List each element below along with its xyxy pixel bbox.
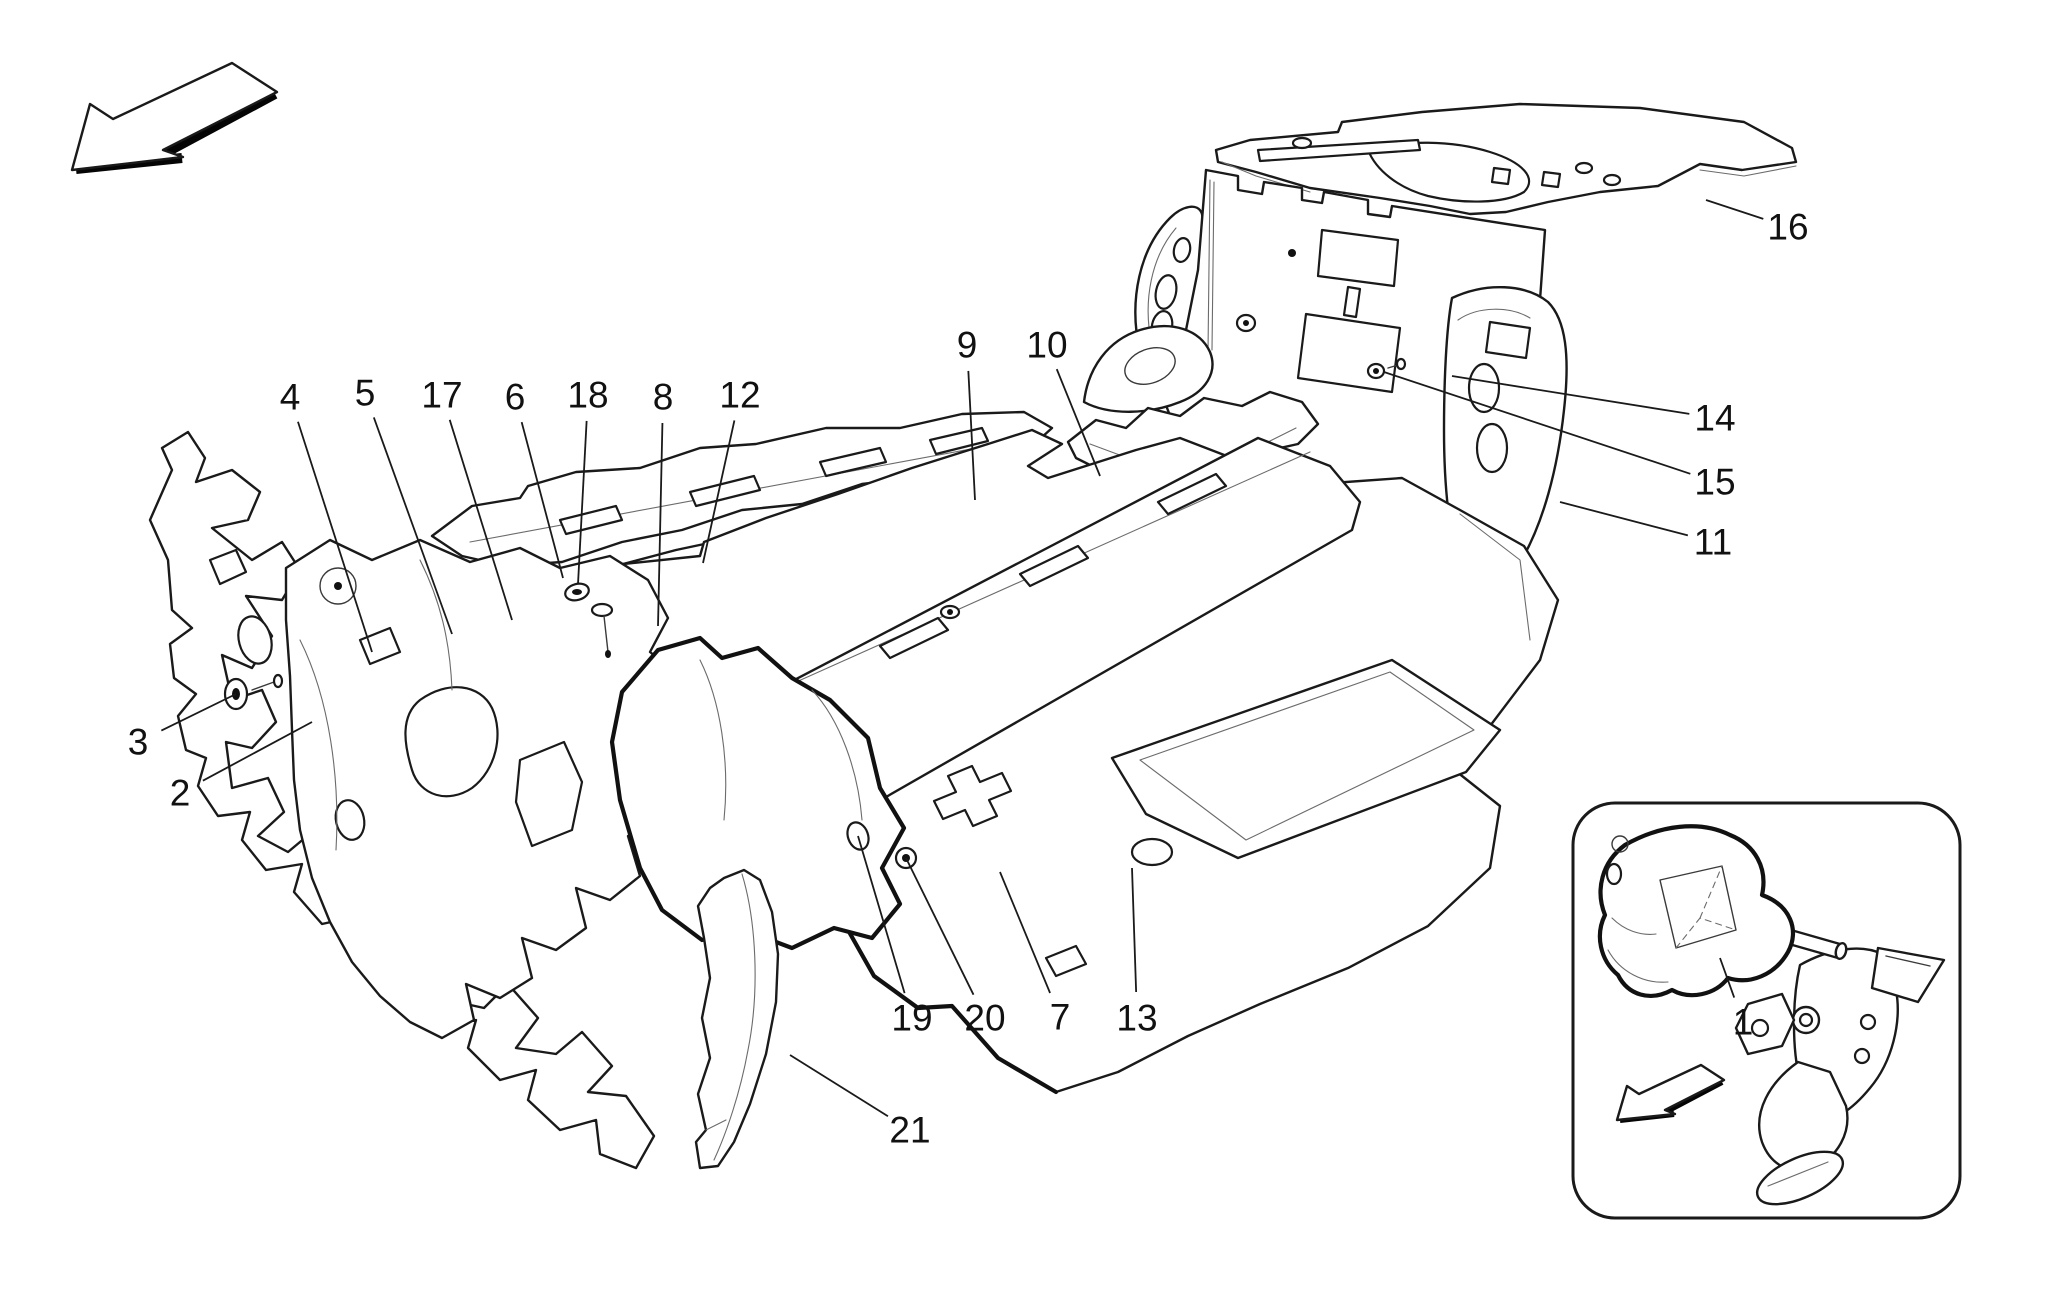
- leader-line-5: [372, 417, 453, 635]
- shelf-cutout: [1366, 141, 1531, 203]
- pillar-insulation-strip: [694, 868, 780, 1170]
- leader-line-20: [905, 857, 975, 996]
- leader-line-10: [1055, 368, 1101, 477]
- callout-12: 12: [719, 375, 760, 416]
- bulkhead-slot: [1342, 285, 1362, 319]
- shelf-round-hole: [1602, 173, 1622, 187]
- leader-line-7: [999, 871, 1051, 994]
- callout-18: 18: [567, 375, 608, 416]
- pedal-inset: [1571, 801, 1962, 1220]
- firewall-opening: [404, 686, 499, 798]
- callout-20: 20: [964, 998, 1005, 1039]
- front-direction-arrow: [70, 61, 279, 174]
- firewall-pin: [272, 673, 284, 689]
- bulkhead-big-hole: [1296, 312, 1402, 394]
- bracket-flag: [1870, 946, 1946, 1004]
- shelf-round-hole: [1291, 136, 1313, 150]
- callout-7: 7: [1050, 997, 1071, 1038]
- callout-15: 15: [1694, 462, 1735, 503]
- arrow-body: [1615, 1063, 1726, 1122]
- leader-line-6: [520, 421, 564, 579]
- leader-line-16: [1705, 199, 1764, 220]
- bulkhead-rect-hole: [1316, 228, 1400, 288]
- dash-upper-insulation: [430, 410, 1054, 568]
- callout-19: 19: [891, 998, 932, 1039]
- carpet-square-hole: [1044, 944, 1088, 978]
- leader-line-17: [448, 419, 513, 621]
- leader-line-4: [297, 421, 373, 653]
- callout-9: 9: [957, 325, 978, 366]
- leader-line-13: [1131, 867, 1138, 993]
- callout-21: 21: [889, 1110, 930, 1151]
- arrow-body: [70, 61, 279, 172]
- leader-line-11: [1559, 501, 1689, 537]
- parcel-shelf-panel: [1214, 102, 1798, 216]
- callout-14: 14: [1694, 398, 1735, 439]
- leader-line-14: [1451, 375, 1690, 415]
- callout-2: 2: [170, 773, 191, 814]
- arrow-shadow-edge: [164, 89, 278, 157]
- shelf-round-hole: [1574, 161, 1594, 175]
- callout-4: 4: [280, 377, 301, 418]
- firewall-opening: [514, 740, 584, 848]
- callout-5: 5: [355, 373, 376, 414]
- leader-line-18: [577, 420, 588, 585]
- leader-line-3: [160, 693, 237, 732]
- carpet-cross-cutout: [932, 764, 1013, 828]
- screw-head: [590, 602, 614, 618]
- shelf-square-hole: [1540, 170, 1562, 189]
- dash-fasteners: [564, 582, 614, 658]
- tunnel-front-cover: [609, 635, 918, 951]
- callout-11: 11: [1694, 522, 1732, 563]
- shelf-slot: [1256, 138, 1422, 163]
- inset-direction-arrow: [1615, 1063, 1726, 1123]
- leader-line-19: [857, 835, 906, 994]
- callout-8: 8: [653, 377, 674, 418]
- leader-line-8: [657, 422, 664, 627]
- leader-line-1: [1719, 957, 1736, 998]
- callout-17: 17: [421, 375, 462, 416]
- callout-10: 10: [1026, 325, 1067, 366]
- callout-3: 3: [128, 722, 149, 763]
- leader-line-15: [1383, 371, 1691, 475]
- floor-mat-recess: [1110, 658, 1502, 860]
- callout-6: 6: [505, 377, 526, 418]
- shelf-square-hole: [1490, 166, 1512, 186]
- leader-line-9: [967, 370, 976, 501]
- firewall-front-panel: [223, 538, 702, 1040]
- callout-13: 13: [1116, 998, 1157, 1039]
- callout-1: 1: [1733, 1002, 1754, 1043]
- leader-line-2: [202, 721, 313, 782]
- pedal-cover: [1597, 824, 1796, 998]
- leader-line-12: [702, 420, 736, 564]
- leader-line-21: [789, 1054, 889, 1117]
- carpet-round-hole: [1130, 837, 1174, 867]
- bulkhead-screw: [1395, 357, 1407, 371]
- callout-16: 16: [1767, 207, 1808, 248]
